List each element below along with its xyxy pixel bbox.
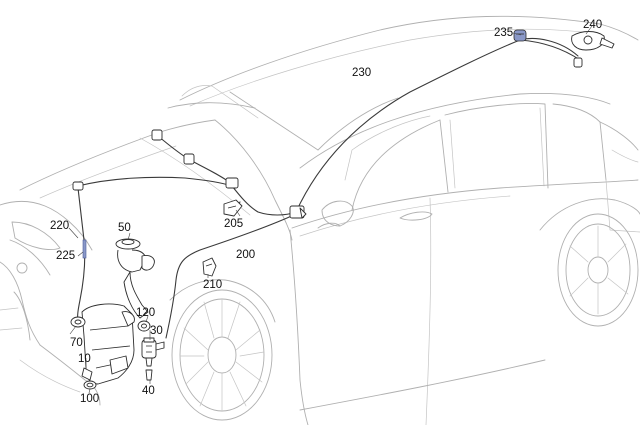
part-210-clip	[202, 257, 217, 277]
label-10: 10	[78, 353, 91, 365]
car-body-outline	[0, 15, 640, 425]
part-labels: 230 235 240 220 225 50 205 200 210 120 3…	[50, 19, 602, 405]
part-50-filler-neck	[115, 238, 155, 319]
part-240-rear-nozzle	[571, 31, 615, 68]
label-30: 30	[150, 325, 163, 337]
front-wheel	[171, 289, 273, 421]
part-225-marker	[82, 239, 87, 259]
label-205: 205	[224, 218, 243, 230]
label-100: 100	[80, 393, 99, 405]
label-225: 225	[56, 250, 75, 262]
part-100-seal	[83, 380, 97, 390]
label-235: 235	[494, 27, 513, 39]
label-220: 220	[50, 220, 69, 232]
label-240: 240	[583, 19, 602, 31]
label-120: 120	[136, 307, 155, 319]
label-70: 70	[70, 337, 83, 349]
part-235-nozzle	[513, 29, 527, 42]
leader-lines	[68, 25, 593, 394]
label-40: 40	[142, 385, 155, 397]
part-120-grommet	[137, 320, 151, 332]
label-50: 50	[118, 222, 131, 234]
part-30-pump	[141, 337, 165, 367]
rear-wheel	[557, 213, 639, 327]
part-40-filter	[145, 369, 153, 381]
hose-connectors	[72, 129, 307, 219]
label-210: 210	[203, 279, 222, 291]
part-205-nozzle	[223, 199, 243, 217]
part-70-grommet	[70, 316, 86, 328]
label-230: 230	[352, 67, 371, 79]
part-10-level-sensor	[81, 367, 93, 381]
label-200: 200	[236, 249, 255, 261]
washer-hoses	[77, 38, 581, 339]
